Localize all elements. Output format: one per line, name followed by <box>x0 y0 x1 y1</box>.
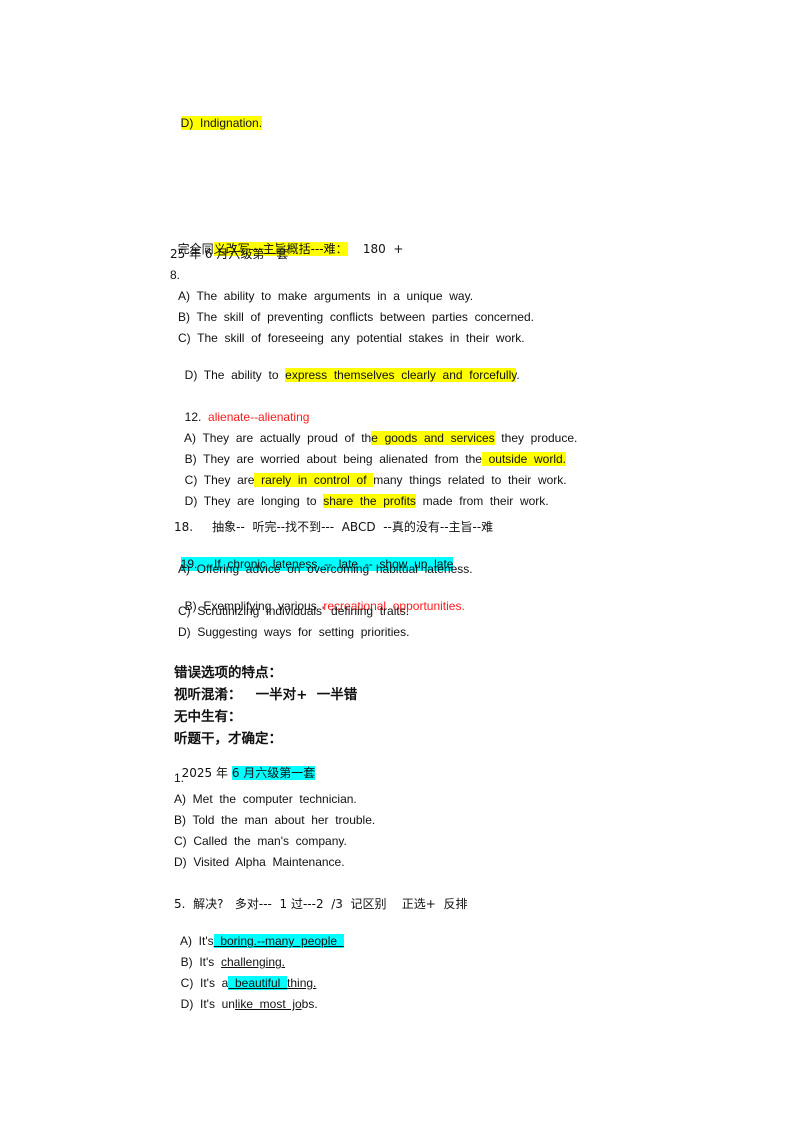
red-note: alienate--alienating <box>208 410 310 424</box>
underlined-text: challenging. <box>220 955 286 969</box>
option-c: C) Scrutinizing individuals' defining tr… <box>178 604 410 618</box>
option-b: B) The skill of preventing conflicts bet… <box>178 310 534 324</box>
heading-count: 180 + <box>347 242 404 256</box>
option-d: D) It's unlike most jobs. <box>180 997 318 1011</box>
highlight-yellow: rarely in control of <box>254 473 374 487</box>
option-d: D) Visited Alpha Maintenance. <box>174 855 345 869</box>
option-d: D) They are longing to share the profits… <box>184 494 549 508</box>
highlight-yellow: D) Indignation. <box>180 116 263 130</box>
heading-highlight: 义改写---主旨概括---难： <box>213 242 348 256</box>
option-c: C) It's a beautiful thing. <box>180 976 317 990</box>
highlight-yellow: express themselves clearly and forcefull… <box>285 368 517 382</box>
option-c: C) The skill of foreseeing any potential… <box>178 331 525 345</box>
heading-text: 完全同 <box>177 242 214 256</box>
highlight-yellow: e goods and services <box>371 431 495 445</box>
exam-label: 25 年 6 月六级第一套 <box>170 247 289 261</box>
option-b: B) Told the man about her trouble. <box>174 813 376 827</box>
question-5-heading: 5. 解决? 多对--- 1 过---2 /3 记区别 正选+ 反排 <box>174 897 468 911</box>
highlight-cyan: 19. If chronic lateness -- late -- show … <box>180 557 454 571</box>
option-c: C) They are rarely in control of many th… <box>184 473 567 487</box>
section-heading: 完全同义改写---主旨概括---难： 180 + <box>170 225 404 257</box>
question-18-heading: 18. 抽象-- 听完--找不到--- ABCD --真的没有--主旨--难 <box>174 520 494 534</box>
option-a: A) The ability to make arguments in a un… <box>178 289 474 303</box>
option-a: A) Offering advice on overcoming habitua… <box>178 562 473 576</box>
option-b: B) It's challenging. <box>180 955 286 969</box>
point-1: 视听混淆： 一半对+ 一半错 <box>174 687 358 703</box>
question-19-heading: 19. If chronic lateness -- late -- show … <box>174 540 454 572</box>
red-note: recreational opportunities. <box>323 599 465 613</box>
question-12-heading: 12. alienate--alienating <box>184 410 310 424</box>
highlight-yellow: share the profits <box>323 494 416 508</box>
underlined-text: like most jo <box>234 997 302 1011</box>
highlight-cyan: beautiful <box>228 976 288 990</box>
highlight-cyan: 6 月六级第一套 <box>231 766 316 780</box>
option-b: B) They are worried about being alienate… <box>184 452 566 466</box>
option-a: A) Met the computer technician. <box>174 792 357 806</box>
option-d: D) Suggesting ways for setting prioritie… <box>178 625 410 639</box>
underlined-text: thing. <box>287 976 317 990</box>
option-b: B) Exemplifying various recreational opp… <box>184 599 465 613</box>
section-title: 错误选项的特点： <box>174 665 282 681</box>
point-2: 无中生有： <box>174 709 242 725</box>
option-d: D) The ability to express themselves cle… <box>184 368 520 382</box>
highlight-yellow: outside world. <box>481 452 566 466</box>
option-a: A) They are actually proud of the goods … <box>184 431 578 445</box>
option-d-indignation: D) Indignation. <box>174 99 263 131</box>
question-number: 8. <box>170 268 181 282</box>
option-a: A) It's boring.--many people <box>180 934 344 948</box>
option-c: C) Called the man's company. <box>174 834 347 848</box>
exam-label: 2025 年 6 月六级第一套 <box>181 766 316 780</box>
highlight-cyan: boring.--many people <box>213 934 344 948</box>
question-number: 1. <box>174 771 185 785</box>
point-3: 听题干，才确定： <box>174 731 282 747</box>
